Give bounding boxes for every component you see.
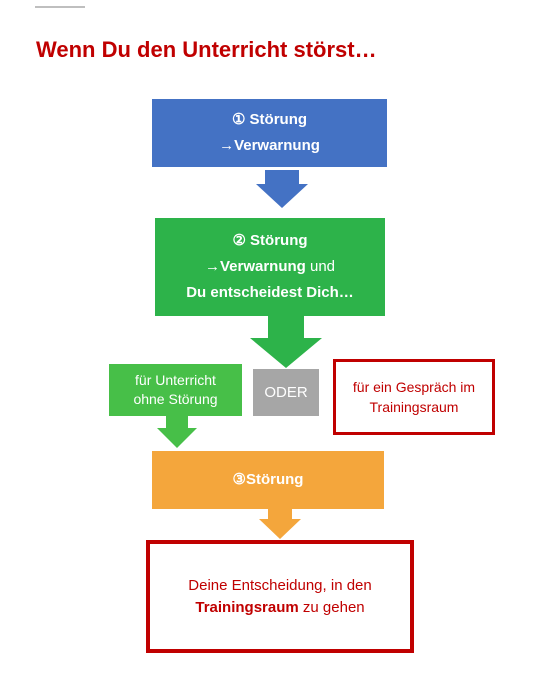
oder-box: ODER xyxy=(253,369,319,416)
outcome-line2: Trainingsraum zu gehen xyxy=(195,597,364,619)
step2-consequence: →Verwarnung und xyxy=(205,254,335,280)
step3-box: ③Störung xyxy=(152,451,384,509)
page-title: Wenn Du den Unterricht störst… xyxy=(36,37,377,62)
step1-box: ① Störung →Verwarnung xyxy=(152,99,387,167)
choice-left-box: für Unterricht ohne Störung xyxy=(109,364,242,416)
outcome-line1: Deine Entscheidung, in den xyxy=(188,576,372,594)
step2-consequence-rest: und xyxy=(305,258,336,275)
choice-left-arrow-down xyxy=(157,416,197,448)
outcome-box: Deine Entscheidung, in den Trainingsraum… xyxy=(146,540,414,653)
top-divider xyxy=(35,6,85,8)
step3-arrow-down xyxy=(259,509,301,539)
step2-consequence-bold: →Verwarnung xyxy=(204,258,306,275)
outcome-line2-rest: zu gehen xyxy=(298,598,365,616)
choice-right-box: für ein Gespräch im Trainingsraum xyxy=(333,359,495,435)
step1-consequence: →Verwarnung xyxy=(219,137,320,154)
choice-right-line1: für ein Gespräch im xyxy=(352,379,476,395)
step2-box: ② Störung →Verwarnung und Du entscheides… xyxy=(155,218,385,316)
step2-arrow-down xyxy=(250,316,322,368)
choice-left-line1: für Unterricht xyxy=(135,372,216,388)
step2-decision: Du entscheidest Dich… xyxy=(186,284,354,301)
outcome-trainingsraum: Trainingsraum xyxy=(195,598,299,616)
step1-label: ① Störung xyxy=(231,111,308,128)
step3-label: ③Störung xyxy=(232,471,304,488)
step1-arrow-down xyxy=(256,170,308,208)
step2-label: ② Störung xyxy=(232,232,308,249)
choice-left-line2: ohne Störung xyxy=(133,391,218,407)
choice-right-line2: Trainingsraum xyxy=(369,399,459,415)
